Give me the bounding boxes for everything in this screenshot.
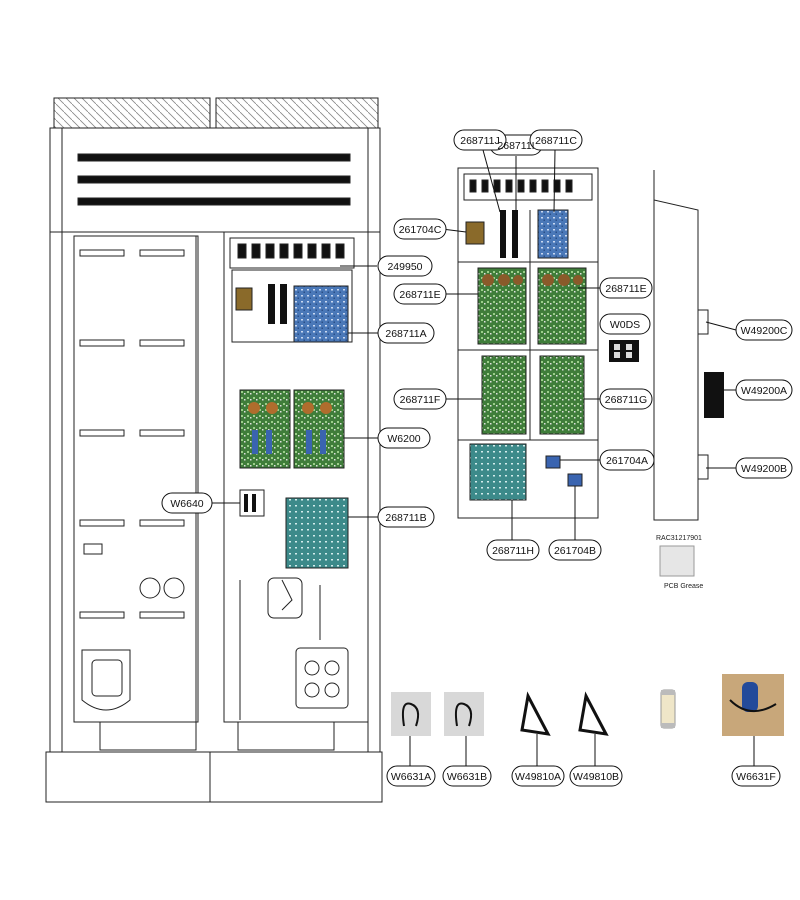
grease-part-number: RAC31217901 bbox=[656, 535, 702, 542]
callout-249950: 249950 bbox=[387, 261, 422, 273]
leader-lines bbox=[212, 149, 755, 766]
pcb-268711H-board bbox=[469, 443, 527, 501]
callout-268711E-right: 268711E bbox=[605, 283, 646, 295]
fan-grill-left bbox=[53, 97, 211, 129]
callout-268711H: 268711H bbox=[492, 545, 534, 557]
callout-268711A: 268711A bbox=[385, 328, 426, 340]
filter-board-w6200 bbox=[239, 389, 345, 469]
fuse-image bbox=[660, 689, 676, 729]
w0ds-part bbox=[609, 340, 639, 362]
pcb-268711A-board bbox=[293, 285, 349, 343]
callout-W49200B: W49200B bbox=[741, 463, 787, 475]
fan-grill-right bbox=[215, 97, 379, 129]
callout-268711G: 268711G bbox=[605, 394, 647, 406]
cable-W6631A-image bbox=[391, 692, 431, 736]
callout-W49200C: W49200C bbox=[741, 325, 788, 337]
callout-W6631A: W6631A bbox=[391, 771, 431, 783]
callout-268711C: 268711C bbox=[535, 135, 577, 147]
callout-268711F: 268711F bbox=[400, 394, 441, 406]
sensor-W6631F-image bbox=[722, 674, 784, 736]
pcb-268711G-board bbox=[539, 355, 585, 435]
transformer bbox=[235, 287, 253, 311]
cable-W6631B-image bbox=[444, 692, 484, 736]
callout-261704B: 261704B bbox=[554, 545, 596, 557]
callout-W6631F: W6631F bbox=[736, 771, 776, 783]
callout-268711J: 268711J bbox=[460, 135, 500, 147]
side-panel bbox=[653, 170, 709, 521]
sensor-261704B bbox=[567, 473, 583, 487]
callout-W49810B: W49810B bbox=[573, 771, 619, 783]
callout-261704A: 261704A bbox=[606, 455, 648, 467]
terminal-w6640 bbox=[239, 489, 265, 517]
callout-W49200A: W49200A bbox=[741, 385, 787, 397]
cable-W49810A-image bbox=[520, 691, 551, 736]
sensor-261704A bbox=[545, 455, 561, 469]
relay-268711J bbox=[500, 210, 506, 258]
pcb-268711C-board bbox=[537, 209, 569, 259]
pcb-268711B-board bbox=[285, 497, 349, 569]
connector-W49200A bbox=[704, 372, 724, 418]
relay-block bbox=[268, 284, 287, 324]
callout-W6200: W6200 bbox=[387, 433, 420, 445]
inverter-boards-268711E bbox=[477, 267, 587, 345]
callout-W6631B: W6631B bbox=[447, 771, 487, 783]
callout-W6640: W6640 bbox=[170, 498, 203, 510]
grease-label: PCB Grease bbox=[664, 583, 703, 590]
callout-261704C: 261704C bbox=[399, 224, 442, 236]
transformer-261704C bbox=[465, 221, 485, 245]
cable-W49810B-image bbox=[578, 691, 609, 736]
callout-W0DS: W0DS bbox=[610, 319, 640, 331]
callout-268711E-left: 268711E bbox=[399, 289, 440, 301]
pcb-grease-image bbox=[659, 545, 695, 577]
relay-268711I bbox=[512, 210, 518, 258]
pcb-268711F-board bbox=[481, 355, 527, 435]
callout-268711I: 268711I bbox=[497, 140, 534, 152]
callout-268711B: 268711B bbox=[385, 512, 426, 524]
callout-W49810A: W49810A bbox=[515, 771, 561, 783]
